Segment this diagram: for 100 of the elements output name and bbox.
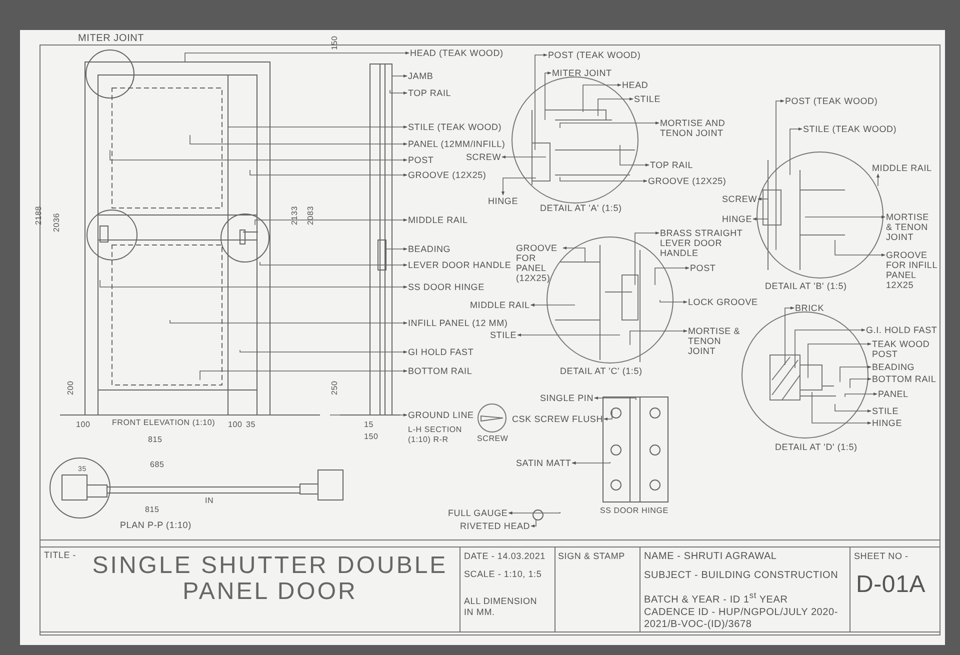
part-label: HINGE bbox=[872, 418, 902, 428]
part-label: TEAK WOOD POST bbox=[872, 339, 938, 359]
dimension-label: 815 bbox=[148, 435, 162, 445]
part-label: STILE (TEAK WOOD) bbox=[408, 122, 502, 132]
part-label: CSK SCREW FLUSH bbox=[512, 414, 604, 424]
part-label: BEADING bbox=[408, 244, 451, 254]
part-label: SCREW bbox=[722, 194, 757, 204]
leader-line bbox=[660, 300, 688, 304]
leader-line bbox=[598, 97, 634, 116]
title-block-text: ALL DIMENSION IN MM. bbox=[464, 596, 538, 618]
part-label: MORTISE & TENON JOINT bbox=[688, 326, 750, 356]
leader-line bbox=[190, 134, 408, 146]
dimension-label: 2083 bbox=[306, 206, 316, 225]
part-label: PANEL bbox=[878, 389, 908, 399]
leader-line bbox=[110, 150, 408, 162]
part-label: BRASS STRAIGHT LEVER DOOR HANDLE bbox=[660, 228, 752, 258]
view-title: SCREW bbox=[477, 434, 508, 444]
leader-line bbox=[560, 121, 660, 128]
detail-title: DETAIL AT 'C' (1:5) bbox=[560, 366, 642, 377]
part-label: MORTISE & TENON JOINT bbox=[886, 212, 938, 242]
leader-line bbox=[530, 520, 536, 528]
dimension-label: 100 bbox=[76, 420, 90, 430]
leader-line bbox=[560, 176, 648, 183]
part-label: GROOVE (12X25) bbox=[648, 176, 726, 186]
part-label: MIDDLE RAIL bbox=[872, 163, 932, 173]
part-label: BOTTOM RAIL bbox=[872, 374, 936, 384]
leader-line bbox=[508, 511, 560, 515]
part-label: FULL GAUGE bbox=[448, 508, 508, 518]
part-label: MIDDLE RAIL bbox=[408, 215, 468, 225]
leader-line bbox=[534, 53, 548, 150]
view-title: MITER JOINT bbox=[78, 33, 144, 45]
dimension-label: 100 bbox=[228, 420, 242, 430]
leader-line bbox=[572, 461, 610, 465]
leader-line bbox=[544, 71, 552, 120]
leader-line bbox=[784, 306, 794, 366]
dimension-label: 200 bbox=[66, 380, 76, 395]
leader-line bbox=[630, 329, 688, 346]
part-label: POST (TEAK WOOD) bbox=[785, 96, 878, 106]
leader-line bbox=[808, 342, 872, 378]
title-block-text: SIGN & STAMP bbox=[558, 551, 625, 562]
part-label: POST bbox=[690, 263, 716, 273]
part-label: SS DOOR HINGE bbox=[408, 282, 484, 292]
leader-line bbox=[386, 247, 408, 256]
dimension-label: 15 bbox=[364, 420, 374, 430]
dimension-label: 250 bbox=[330, 380, 340, 395]
leader-line bbox=[604, 410, 612, 421]
dimension-label: 815 bbox=[145, 505, 160, 515]
leader-line bbox=[850, 377, 872, 388]
part-label: BEADING bbox=[872, 362, 915, 372]
leader-line bbox=[844, 392, 878, 398]
view-title: FRONT ELEVATION (1:10) bbox=[112, 418, 216, 428]
leader-line bbox=[654, 266, 690, 286]
leader-line bbox=[100, 280, 408, 289]
leader-line bbox=[228, 120, 408, 129]
leader-line bbox=[834, 240, 886, 257]
leader-line bbox=[620, 144, 650, 167]
leader-line bbox=[240, 350, 408, 354]
part-label: MITER JOINT bbox=[552, 68, 612, 78]
leader-line bbox=[594, 396, 636, 400]
part-label: LEVER DOOR HANDLE bbox=[408, 260, 512, 270]
part-label: JAMB bbox=[408, 71, 434, 81]
part-label: RIVETED HEAD bbox=[460, 521, 530, 531]
part-label: SCREW bbox=[466, 152, 501, 162]
leader-line bbox=[634, 231, 660, 286]
part-label: BRICK bbox=[795, 303, 824, 313]
leader-line bbox=[530, 303, 576, 307]
part-label: HINGE bbox=[722, 214, 752, 224]
part-label: GROOVE FOR PANEL (12X25) bbox=[516, 243, 562, 283]
drawing-title: SINGLE SHUTTER DOUBLE PANEL DOOR bbox=[91, 553, 449, 605]
leader-line bbox=[790, 127, 802, 176]
leader-line bbox=[794, 328, 866, 368]
part-label: GROOVE (12X25) bbox=[408, 170, 486, 180]
leader-line bbox=[834, 404, 872, 413]
leader-line bbox=[392, 72, 408, 78]
part-label: PANEL (12MM/INFILL) bbox=[408, 139, 506, 149]
part-label: LOCK GROOVE bbox=[688, 297, 758, 307]
title-block-text: CADENCE ID - HUP/NGPOL/JULY 2020-2021/B-VOC-(ID)/3678 bbox=[644, 607, 840, 631]
part-label: STILE bbox=[634, 94, 661, 104]
part-label: GI HOLD FAST bbox=[408, 347, 474, 357]
part-label: POST (TEAK WOOD) bbox=[548, 50, 641, 60]
leader-line bbox=[776, 99, 784, 250]
dimension-label: 2188 bbox=[34, 206, 44, 225]
part-label: INFILL PANEL (12 MM) bbox=[408, 318, 508, 328]
part-label: GROOVE FOR INFILL PANEL 12X25 bbox=[886, 250, 938, 290]
title-block-text: SCALE - 1:10, 1:5 bbox=[464, 569, 543, 580]
leader-line bbox=[254, 218, 408, 226]
dimension-label: 2036 bbox=[52, 213, 62, 232]
part-label: TOP RAIL bbox=[408, 88, 452, 98]
part-label: G.I. HOLD FAST bbox=[866, 325, 938, 335]
part-label: STILE bbox=[872, 406, 899, 416]
dimension-label: IN bbox=[205, 496, 214, 506]
leader-line bbox=[170, 320, 408, 325]
leader-line bbox=[390, 90, 408, 95]
part-label: TOP RAIL bbox=[650, 160, 694, 170]
leader-line bbox=[250, 170, 408, 177]
dimension-label: 150 bbox=[330, 36, 340, 50]
detail-title: DETAIL AT 'D' (1:5) bbox=[775, 442, 858, 453]
dimension-label: 35 bbox=[246, 420, 256, 430]
sheet-number: D-01A bbox=[856, 572, 926, 598]
part-label: MORTISE AND TENON JOINT bbox=[660, 118, 740, 138]
